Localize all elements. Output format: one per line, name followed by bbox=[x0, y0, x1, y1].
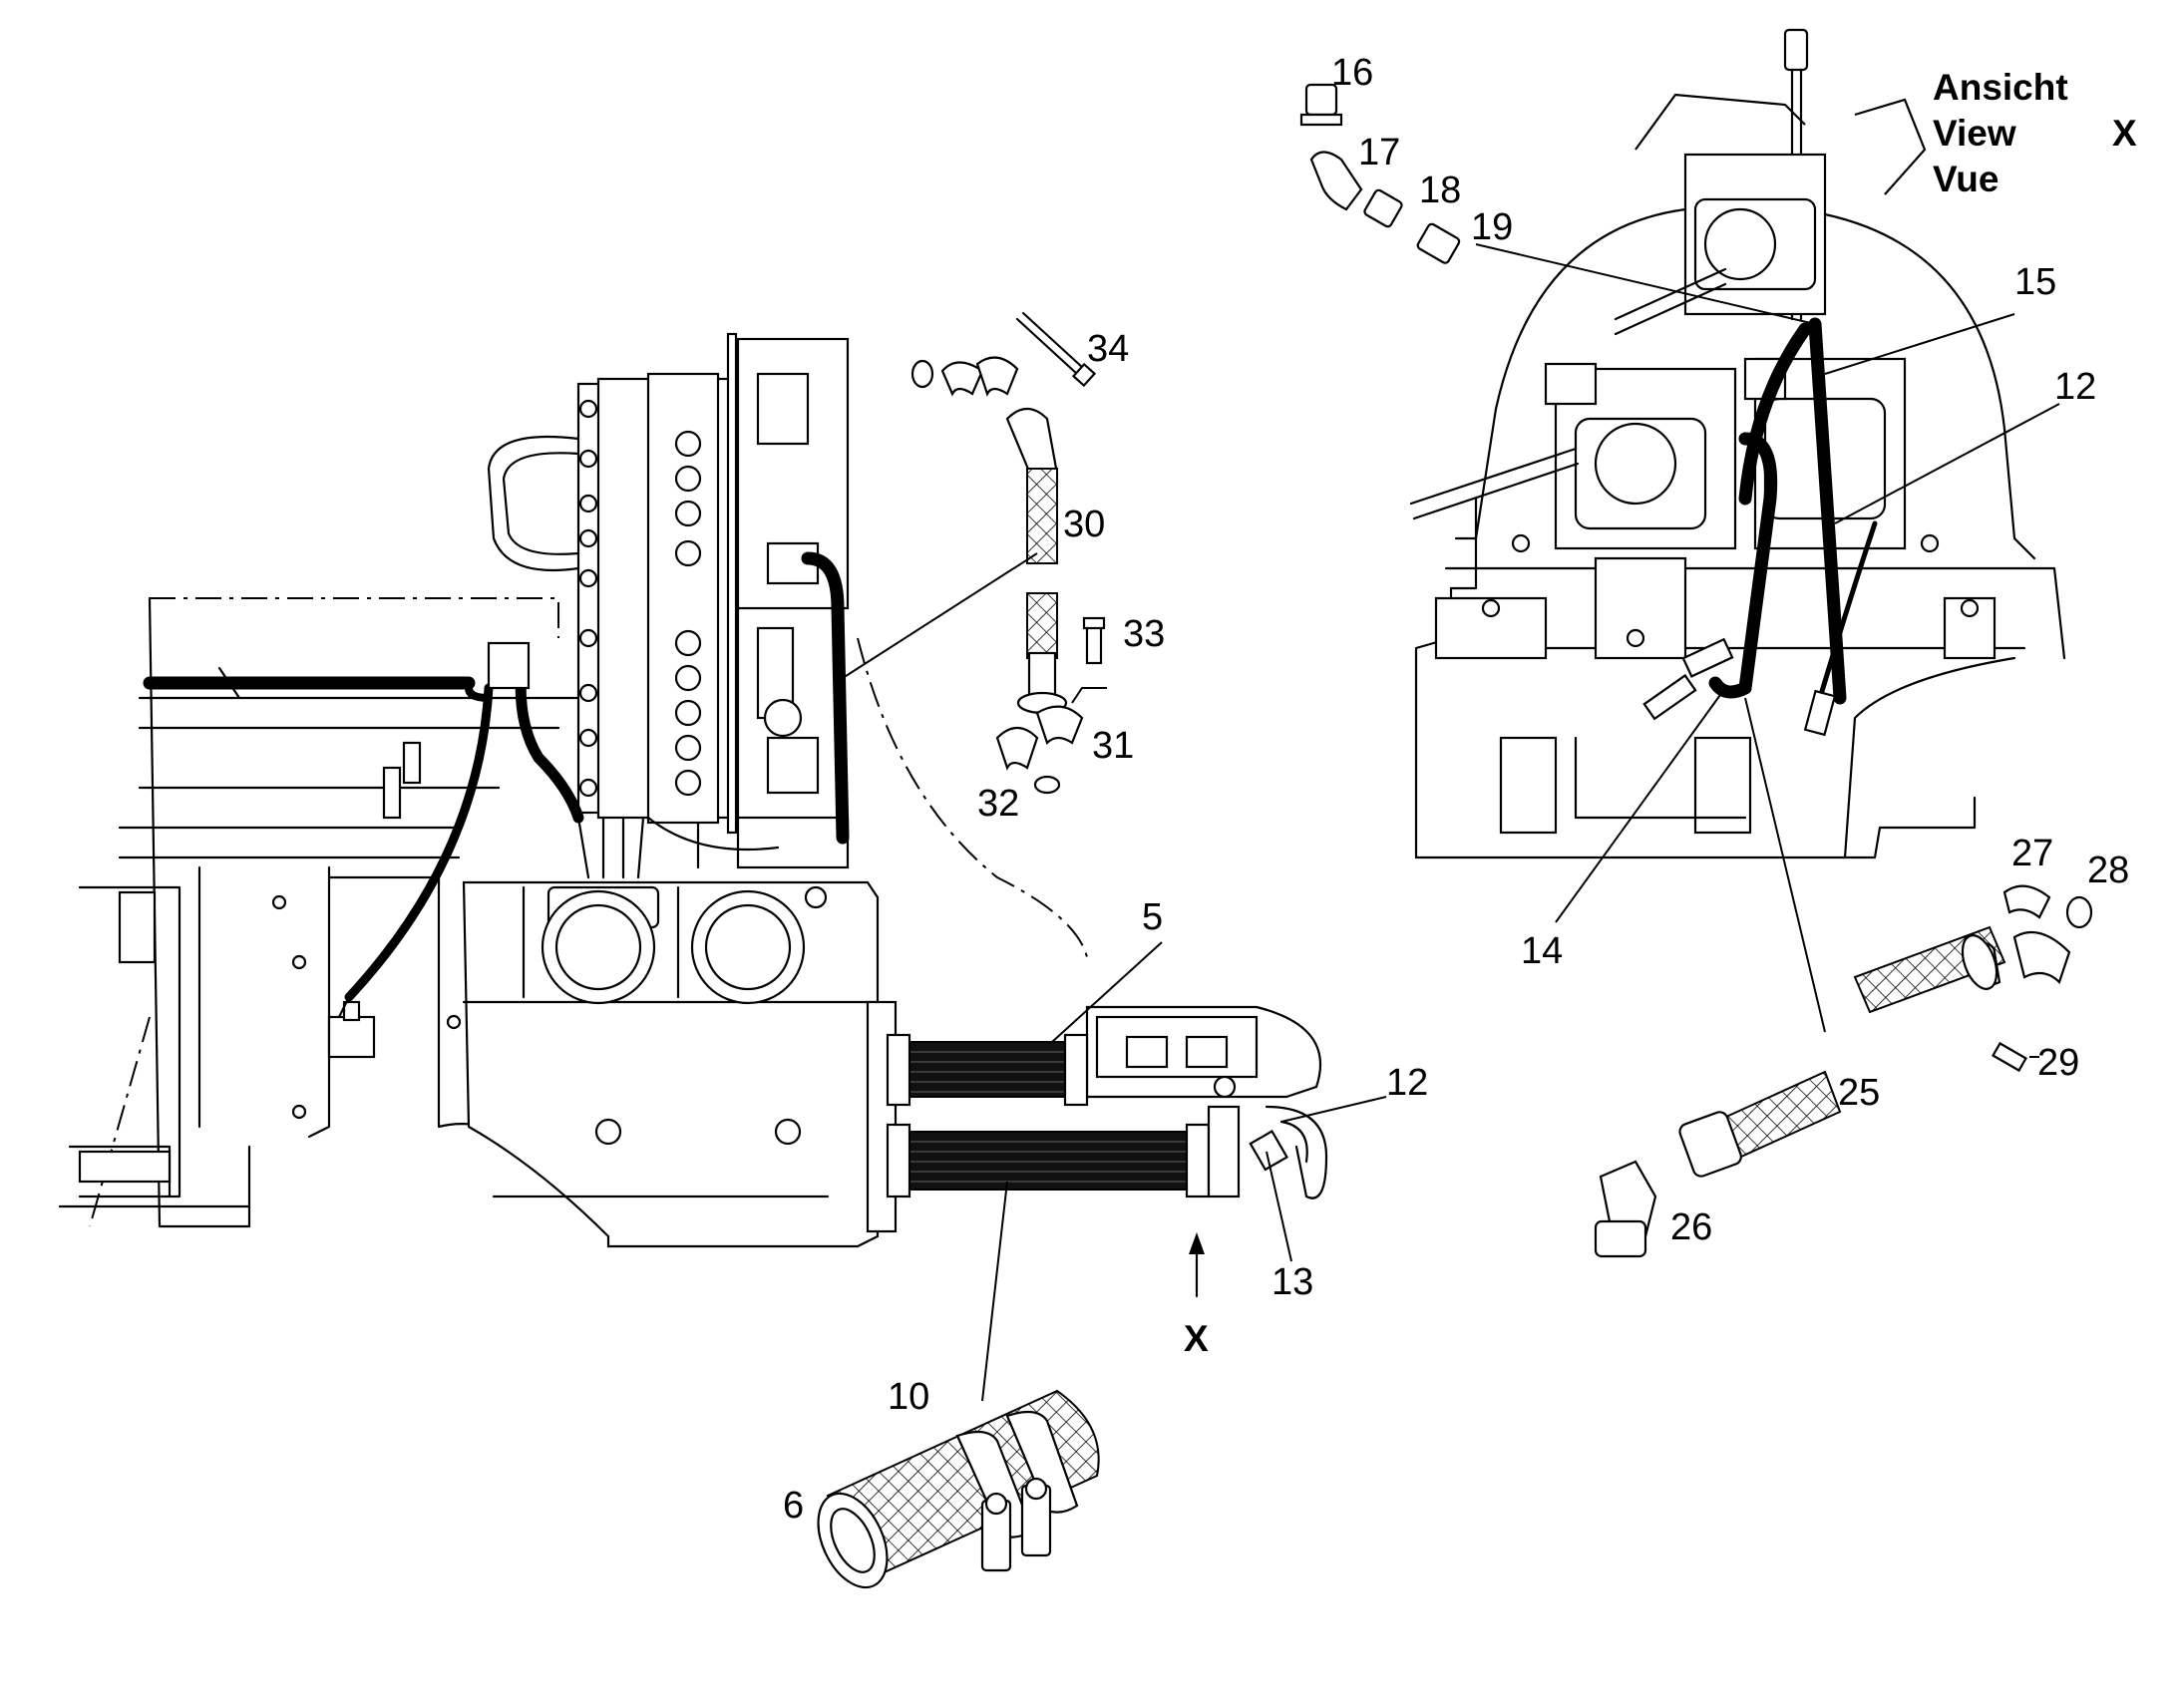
callout-30: 30 bbox=[1063, 504, 1105, 545]
hose-clamp-detail bbox=[817, 1389, 1100, 1589]
callout-33: 33 bbox=[1123, 613, 1165, 655]
callout-12-left: 12 bbox=[1386, 1062, 1428, 1104]
view-label-vue: Vue bbox=[1933, 159, 1998, 199]
valve-sections bbox=[578, 399, 702, 798]
callout-labels: 5 6 10 12 12 13 14 15 16 17 18 19 25 26 … bbox=[783, 52, 2129, 1527]
callout-16: 16 bbox=[1331, 52, 1373, 94]
view-label-marker: X bbox=[2112, 113, 2137, 154]
gearbox-housing bbox=[462, 880, 898, 1248]
callout-32: 32 bbox=[977, 783, 1019, 825]
view-label-ansicht: Ansicht bbox=[1933, 67, 2068, 108]
view-x-assembly bbox=[1299, 28, 2093, 1258]
callout-29: 29 bbox=[2037, 1042, 2079, 1084]
view-arrow-label: X bbox=[1184, 1318, 1209, 1359]
callout-12-right: 12 bbox=[2054, 366, 2096, 408]
main-assembly bbox=[58, 596, 1088, 1228]
pump-assembly bbox=[1085, 1005, 1328, 1199]
callout-10: 10 bbox=[888, 1376, 929, 1418]
callout-6: 6 bbox=[783, 1485, 804, 1527]
flange-fittings-detail-a bbox=[910, 311, 1106, 795]
view-label: Ansicht View Vue X X bbox=[1184, 67, 2137, 1359]
view-label-view: View bbox=[1933, 113, 2016, 154]
callout-18: 18 bbox=[1419, 170, 1461, 211]
control-valve-stack bbox=[465, 332, 850, 879]
callout-19: 19 bbox=[1471, 206, 1513, 248]
suction-hoses bbox=[886, 1033, 1241, 1198]
callout-31: 31 bbox=[1092, 725, 1134, 767]
view-x-arrow bbox=[1189, 1232, 1205, 1298]
callout-5: 5 bbox=[1142, 896, 1163, 938]
callout-26: 26 bbox=[1670, 1206, 1712, 1248]
callout-14: 14 bbox=[1521, 930, 1563, 972]
callout-15: 15 bbox=[2014, 261, 2056, 303]
callout-27: 27 bbox=[2011, 833, 2053, 874]
leader-lines bbox=[842, 243, 2060, 1402]
callout-17: 17 bbox=[1358, 132, 1400, 173]
callout-34: 34 bbox=[1087, 328, 1129, 370]
callout-13: 13 bbox=[1272, 1261, 1313, 1303]
callout-28: 28 bbox=[2087, 850, 2129, 891]
callout-25: 25 bbox=[1838, 1072, 1880, 1114]
